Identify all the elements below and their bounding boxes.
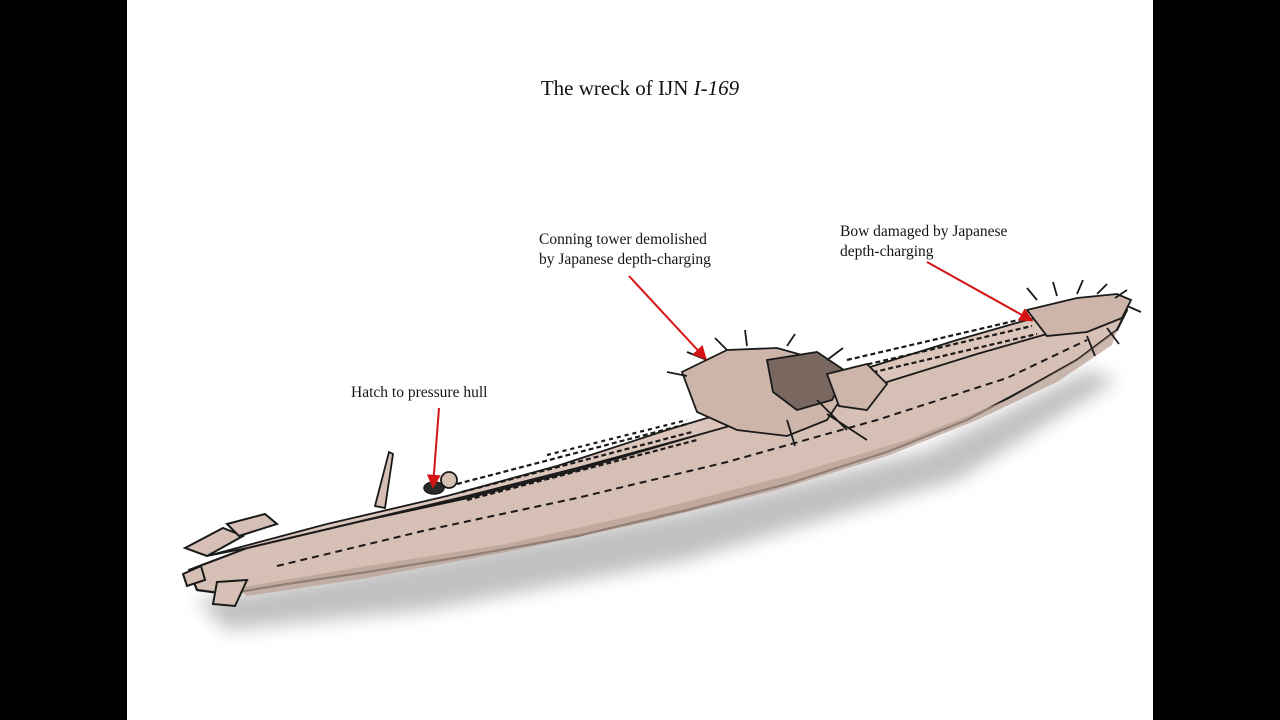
hatch-arrow (426, 407, 441, 489)
deck-grating-aft (456, 418, 698, 502)
deck-grating-fwd (846, 316, 1038, 378)
title-prefix: The wreck of IJN (540, 76, 694, 100)
bow-annotation: Bow damaged by Japanese depth-charging (840, 222, 1007, 262)
wreck-illustration (181, 261, 1142, 630)
bow-annotation-line1: Bow damaged by Japanese (840, 223, 1008, 240)
hatch-annotation: Hatch to pressure hull (351, 383, 487, 403)
tower-annotation-line2: by Japanese depth-charging (539, 251, 711, 268)
stern-planes (181, 512, 280, 608)
bow-wreckage (1025, 279, 1142, 357)
hatch-annotation-line1: Hatch to pressure hull (351, 384, 488, 401)
diagram-title: The wreck of IJN I-169 (127, 75, 1153, 101)
conning-tower-annotation: Conning tower demolished by Japanese dep… (539, 230, 711, 270)
title-vessel: I-169 (693, 76, 740, 100)
hull-seam (276, 339, 1088, 567)
conning-tower-wreckage (666, 329, 889, 447)
bow-arrow (926, 261, 1034, 322)
hatch (423, 471, 458, 495)
bow-annotation-line2: depth-charging (840, 243, 934, 260)
mast (373, 450, 394, 510)
tower-annotation-line1: Conning tower demolished (539, 231, 707, 248)
tower-arrow (628, 275, 707, 361)
diagram-canvas: The wreck of IJN I-169 Hatch to pressure… (127, 0, 1153, 720)
